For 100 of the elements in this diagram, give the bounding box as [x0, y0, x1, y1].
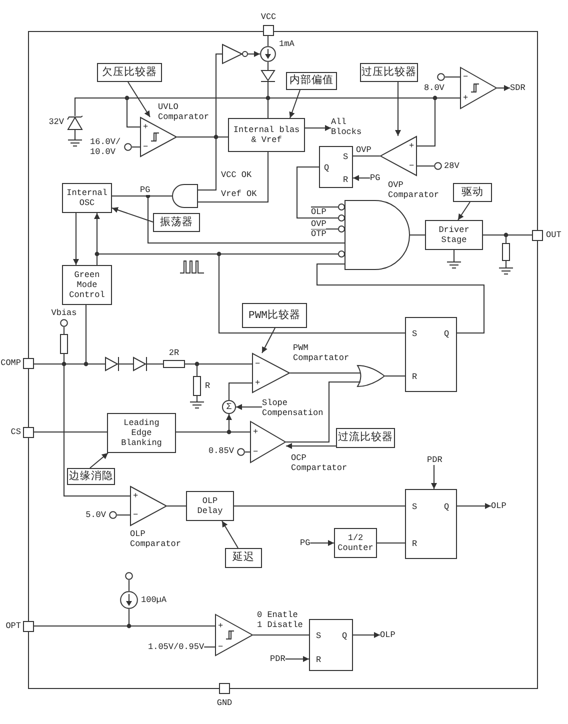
wire [216, 54, 222, 138]
signal-arrow [496, 85, 510, 91]
or-gate-symbol [357, 365, 385, 387]
resistor-label: 2R [168, 348, 180, 358]
signal-arrow [94, 212, 100, 254]
input-polarity-label: + [133, 491, 138, 501]
pin-pad [23, 427, 34, 438]
signal-label: 1.05V/0.95V [148, 642, 204, 652]
function-block: Leading Edge Blanking [107, 413, 176, 453]
wire [128, 580, 130, 592]
wire [148, 196, 338, 244]
callout-box: 欠压比较器 [97, 63, 162, 82]
pin-label: COMP [0, 358, 21, 368]
comparator-symbol [130, 486, 167, 526]
wire [96, 254, 98, 266]
and-gate-symbol [338, 200, 410, 270]
pin-label: VCC [260, 12, 276, 22]
current-label: 100µA [141, 595, 167, 605]
port-label: R [316, 655, 322, 665]
signal-arrow [284, 656, 310, 662]
input-polarity-label: + [255, 378, 260, 388]
diode-symbol [261, 70, 275, 82]
wire [126, 98, 140, 128]
port-label: S [412, 329, 418, 339]
diode-symbol [133, 357, 147, 371]
latch-block [405, 317, 457, 392]
wire [316, 264, 484, 334]
signal-label: PG [300, 538, 310, 548]
wire [116, 514, 130, 516]
input-polarity-label: − [143, 142, 148, 152]
wire [228, 382, 252, 400]
signal-arrow [248, 51, 260, 57]
pin-label: OUT [546, 230, 562, 240]
leader-arrow [289, 90, 300, 118]
signal-label: OVP [311, 219, 326, 229]
wire [286, 382, 358, 442]
signal-label: OLP [311, 207, 326, 217]
wire [204, 646, 216, 648]
and-gate-symbol [172, 184, 198, 208]
wire [376, 542, 406, 544]
port-label: S [316, 631, 322, 641]
wire [506, 234, 532, 236]
input-polarity-label: − [463, 72, 468, 82]
inverter-symbol [222, 44, 248, 64]
voltage-label: 0.85V [208, 446, 234, 456]
comparator-label: PWM Compartator [293, 343, 350, 363]
signal-arrow [310, 540, 334, 546]
signal-arrow [431, 464, 437, 490]
callout-box: PWM比较器 [242, 303, 307, 328]
callout-box: 过压比较器 [360, 63, 418, 82]
function-block: Internal blas & Vref [228, 118, 305, 152]
callout-box: 过流比较器 [336, 428, 395, 448]
leader-arrow [222, 520, 238, 548]
function-block: 1/2 Counter [334, 528, 377, 558]
port-label: Q [324, 163, 330, 173]
input-polarity-label: + [143, 122, 148, 132]
pin-pad [532, 230, 543, 241]
resistor-symbol [193, 376, 201, 396]
port-label: S [412, 502, 418, 512]
pin-label: CS [10, 427, 21, 437]
wire [296, 166, 338, 218]
wire [198, 136, 216, 190]
diode-symbol [105, 357, 119, 371]
signal-label: OLP [380, 630, 396, 640]
comparator-symbol [380, 136, 417, 176]
port-label: R [343, 175, 348, 185]
wire [310, 206, 338, 208]
wire [132, 146, 140, 148]
comparator-label: OCP Compartator [291, 453, 348, 473]
function-block: Internal OSC [62, 183, 112, 213]
function-block: Driver Stage [425, 220, 483, 250]
current-source-symbol [260, 46, 276, 62]
wire [444, 76, 460, 78]
port-label: Q [444, 329, 450, 339]
signal-label: PG [140, 185, 150, 195]
voltage-label: 32V [48, 117, 64, 127]
terminal-symbol [237, 448, 245, 456]
leader-arrow [286, 443, 336, 449]
resistor-symbol [60, 334, 68, 354]
pin-label: GND [216, 698, 232, 708]
comparator-label: OLP Comparator [130, 529, 182, 549]
terminal-symbol [437, 73, 445, 81]
voltage-label: 28V [444, 161, 460, 171]
input-polarity-label: − [218, 642, 224, 652]
wire [216, 136, 228, 138]
terminal-symbol [125, 572, 133, 580]
pin-pad [23, 621, 34, 632]
wire [482, 234, 506, 236]
voltage-label: 8.0V [424, 83, 444, 93]
leader-arrow [128, 82, 150, 118]
wire [290, 372, 358, 374]
wire [416, 98, 436, 146]
callout-box: 边缘消隐 [67, 468, 115, 485]
terminal-symbol [60, 319, 68, 327]
signal-label: VCC OK [221, 170, 252, 180]
signal-label: PDR [270, 654, 286, 664]
signal-arrow [352, 632, 380, 638]
zener-diode-symbol [67, 116, 83, 130]
terminal-symbol [124, 143, 132, 151]
signal-label: 0 Enatle 1 Disatle [257, 610, 305, 630]
